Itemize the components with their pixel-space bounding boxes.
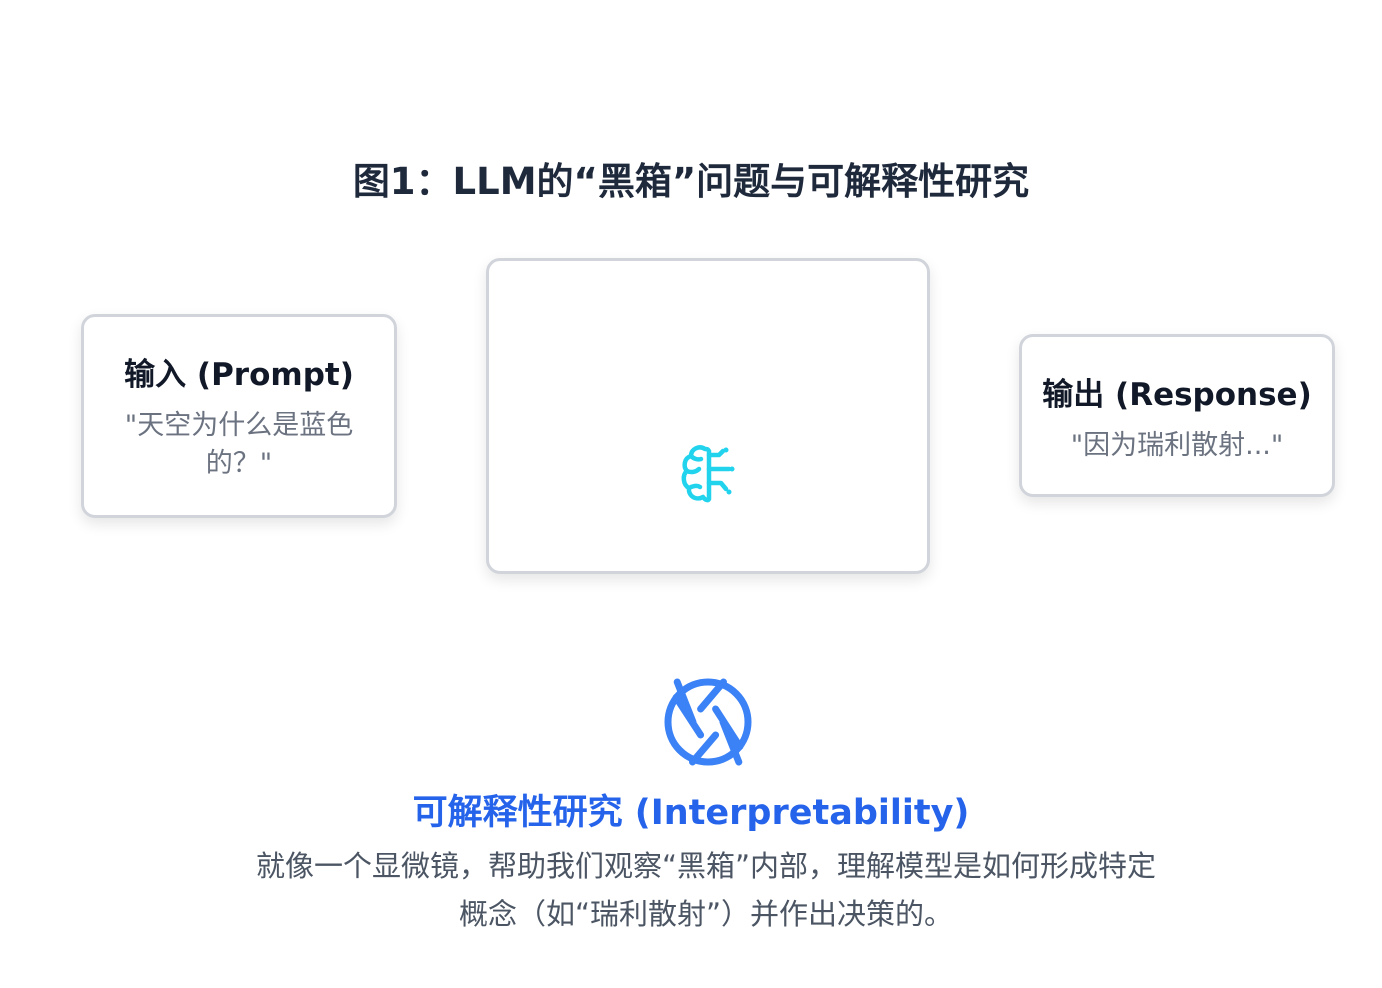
output-card: 输出 (Response) "因为瑞利散射..." xyxy=(1019,334,1335,497)
interpretability-title: 可解释性研究 (Interpretability) xyxy=(412,793,970,833)
black-box-model-card xyxy=(486,258,930,574)
output-card-text: "因为瑞利散射..." xyxy=(1070,430,1284,461)
figure-title: 图1：LLM的“黑箱”问题与可解释性研究 xyxy=(352,160,1030,203)
output-card-heading: 输出 (Response) xyxy=(1042,377,1312,413)
input-card: 输入 (Prompt) "天空为什么是蓝色的？" xyxy=(81,314,397,518)
interpretability-description: 就像一个显微镜，帮助我们观察“黑箱”内部，理解模型是如何形成特定概念（如“瑞利散… xyxy=(255,849,1157,931)
aperture-icon xyxy=(664,678,752,766)
input-card-heading: 输入 (Prompt) xyxy=(124,357,354,393)
brain-icon xyxy=(681,445,735,503)
input-card-text: "天空为什么是蓝色的？" xyxy=(124,410,354,479)
